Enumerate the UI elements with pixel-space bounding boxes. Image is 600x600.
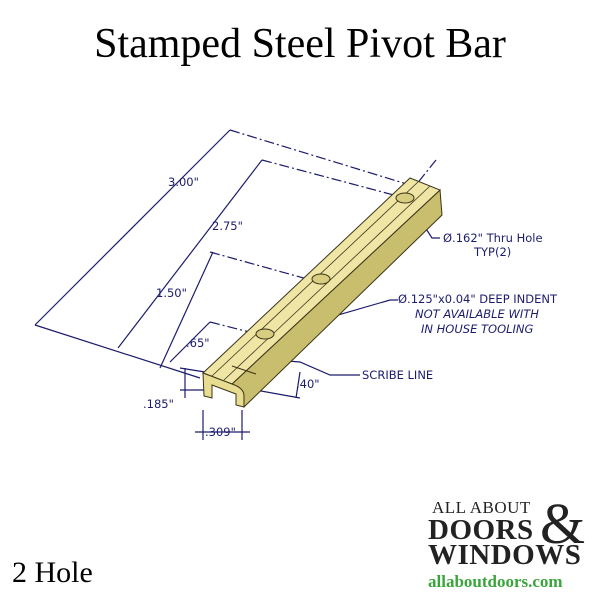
indent-callout: Ø.125"x0.04" DEEP INDENT [398, 292, 558, 306]
dim-line-3.00 [34, 129, 231, 326]
extension-line [209, 251, 319, 283]
logo-line1: ALL ABOUT [432, 498, 531, 517]
indent [311, 273, 331, 285]
indent-note-2: IN HOUSE TOOLING [421, 322, 534, 336]
page-title: Stamped Steel Pivot Bar [94, 21, 506, 67]
dim-label-3.00: 3.00" [168, 175, 199, 189]
extension-line [229, 129, 411, 186]
dim-label-.185: .185" [143, 397, 174, 411]
dim-line-2.75 [117, 159, 263, 349]
dim-line-1.50 [159, 251, 214, 369]
dim-line-.65 [169, 321, 211, 363]
pivot-bar [202, 177, 443, 408]
dim-label-.40: .40" [296, 377, 320, 391]
indent-note-1: NOT AVAILABLE WITH [415, 307, 539, 321]
dim-label-.65: .65" [186, 336, 210, 350]
center-line [399, 159, 437, 206]
thru-hole-near [255, 328, 275, 340]
thru-hole-qty: TYP(2) [473, 245, 511, 259]
thru-hole-far [395, 192, 415, 204]
dim-label-1.50: 1.50" [156, 286, 187, 300]
hole-count-caption: 2 Hole [12, 556, 93, 589]
thru-hole-callout: Ø.162" Thru Hole [443, 231, 543, 245]
dim-label-.309: .309" [205, 425, 236, 439]
brand-logo: ALL ABOUT DOORS & WINDOWS allaboutdoors.… [428, 491, 593, 592]
logo-line3: WINDOWS [428, 539, 582, 571]
logo-url: allaboutdoors.com [428, 572, 563, 591]
logo-ampersand: & [540, 491, 586, 556]
extension-line [209, 321, 266, 337]
logo-line2: DOORS [428, 514, 534, 546]
scribe-line-callout: SCRIBE LINE [362, 368, 433, 382]
bar-end-profile [202, 372, 245, 408]
extension-line [261, 159, 406, 199]
dim-label-2.75: 2.75" [212, 219, 243, 233]
scribe-line [231, 365, 257, 375]
